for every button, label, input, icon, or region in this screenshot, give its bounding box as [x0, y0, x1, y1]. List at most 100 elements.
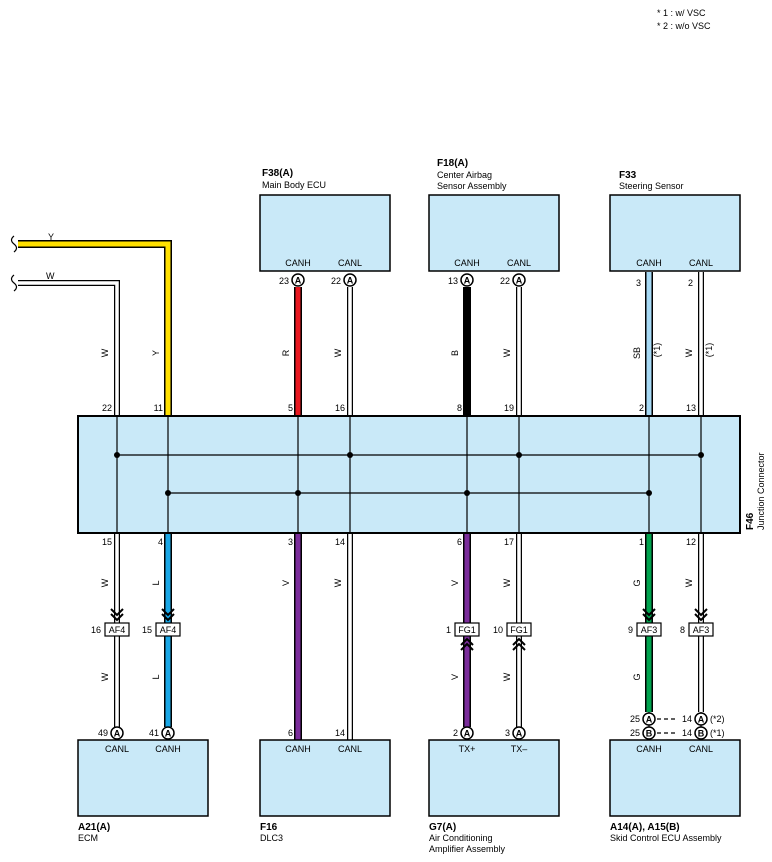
connector-arrow-up-icon: [460, 637, 474, 651]
connector-arrow-down-icon: [161, 608, 175, 622]
component-box: [259, 739, 391, 817]
wire-color-label: V: [450, 580, 460, 586]
component-name: DLC3: [260, 833, 283, 843]
wire-break-icon: [10, 274, 18, 292]
component-code: A21(A): [78, 822, 110, 833]
pin-label: CANH: [636, 258, 662, 268]
wire-color-label: SB: [632, 347, 642, 359]
connector-letter: A: [516, 276, 523, 286]
wire-color-label: L: [151, 674, 161, 679]
pin-number: 13: [448, 276, 458, 286]
pin-label: CANL: [338, 258, 362, 268]
wire-color-label: W: [100, 348, 110, 357]
pin-number: 22: [500, 276, 510, 286]
pin-label: CANH: [636, 744, 662, 754]
pin-label: CANH: [454, 258, 480, 268]
pin-number: 41: [149, 728, 159, 738]
pin-label: TX–: [511, 744, 528, 754]
pin-label: CANL: [689, 744, 713, 754]
component-code: G7(A): [429, 822, 456, 833]
connector-letter: A: [165, 729, 172, 739]
inline-connector-box: [104, 622, 130, 637]
wire-color-label: B: [450, 350, 460, 356]
connector-terminal-icon: [694, 726, 708, 740]
wire-color-label: W: [333, 348, 343, 357]
connector-arrow-down-icon: [110, 608, 124, 622]
pin-number: 14: [335, 728, 345, 738]
junction-name: Junction Connector: [756, 452, 766, 530]
component-box: [609, 739, 741, 817]
pin-number: 1: [446, 625, 451, 635]
connector-arrow-down-icon: [694, 608, 708, 622]
component-name: Center Airbag: [437, 170, 492, 180]
wire-color-label: W: [502, 672, 512, 681]
incoming-color-w: W: [46, 271, 55, 281]
pin-number: 25: [630, 714, 640, 724]
wire-color-label: Y: [151, 350, 161, 356]
inline-connectors: AF4 16 AF4 15 FG1 1 FG1 10 AF3 9 AF3 8: [91, 608, 714, 651]
component-box: [428, 739, 560, 817]
pin-number: 6: [288, 728, 293, 738]
component-dlc3: CANH CANL F16 DLC3: [259, 739, 391, 843]
wire-color-label: W: [100, 672, 110, 681]
pin-number: 22: [102, 403, 112, 413]
component-code: F33: [619, 170, 637, 181]
component-name: Steering Sensor: [619, 181, 684, 191]
pin-number: 9: [628, 625, 633, 635]
pin-number: 17: [504, 537, 514, 547]
connector-letter: A: [464, 276, 471, 286]
component-box: [609, 194, 741, 272]
incoming-color-y: Y: [48, 232, 54, 242]
pin-number: 15: [142, 625, 152, 635]
connector-arrow-up-icon: [512, 637, 526, 651]
pin-number: 23: [279, 276, 289, 286]
pin-number: 16: [91, 625, 101, 635]
wire-color-label: L: [151, 580, 161, 585]
note-no-vsc: * 2 : w/o VSC: [657, 21, 711, 31]
component-name: Skid Control ECU Assembly: [610, 833, 722, 843]
connector-terminal-icon: [291, 273, 305, 287]
connector-letter: A: [646, 715, 653, 725]
variant-note: (*1): [710, 728, 725, 738]
variant-note: (*2): [710, 714, 725, 724]
pin-number: 4: [158, 537, 163, 547]
component-name-line2: Amplifier Assembly: [429, 844, 506, 854]
component-steering-sensor: F33 Steering Sensor CANH CANL: [609, 170, 741, 272]
component-center-airbag: F18(A) Center Airbag Sensor Assembly CAN…: [428, 158, 560, 272]
pin-number: 10: [493, 625, 503, 635]
component-code: A14(A), A15(B): [610, 822, 680, 833]
component-code: F18(A): [437, 158, 468, 169]
pin-number: 3: [288, 537, 293, 547]
pin-number: 3: [636, 278, 641, 288]
component-skid-control-ecu: CANH CANL A14(A), A15(B) Skid Control EC…: [609, 739, 741, 843]
bottom-terminals: 49 A 41 A 6 14 2 A 3 A 25 A 25 B 14 A (*…: [98, 712, 725, 740]
connector-terminal-icon: [694, 712, 708, 726]
junction-top-pins: 22 11 5 16 8 19 2 13: [102, 403, 696, 413]
wire-color-label: G: [632, 673, 642, 680]
pin-number: 12: [686, 537, 696, 547]
component-box: [428, 194, 560, 272]
wire-w: [18, 281, 119, 416]
wire-color-label: R: [281, 349, 291, 356]
connector-letter: B: [698, 729, 705, 739]
top-terminals: 23 A 22 A 13 A 22 A 3 2: [279, 273, 693, 288]
wire-color-label: W: [684, 578, 694, 587]
wire-color-label: G: [632, 579, 642, 586]
pin-number: 5: [288, 403, 293, 413]
inline-connector-box: [454, 622, 480, 637]
component-name-line2: Sensor Assembly: [437, 181, 507, 191]
inline-connector-code: AF3: [641, 625, 658, 635]
pin-label: CANH: [155, 744, 181, 754]
junction-internal-lines: [116, 416, 702, 533]
inline-connector-box: [506, 622, 532, 637]
pin-number: 49: [98, 728, 108, 738]
component-code: F38(A): [262, 168, 293, 179]
wire-y: [18, 241, 171, 416]
connector-letter: A: [347, 276, 354, 286]
pin-number: 2: [688, 278, 693, 288]
note-vsc: * 1 : w/ VSC: [657, 8, 706, 18]
component-name: Main Body ECU: [262, 180, 326, 190]
pin-number: 14: [682, 714, 692, 724]
inline-connector-box: [636, 622, 662, 637]
